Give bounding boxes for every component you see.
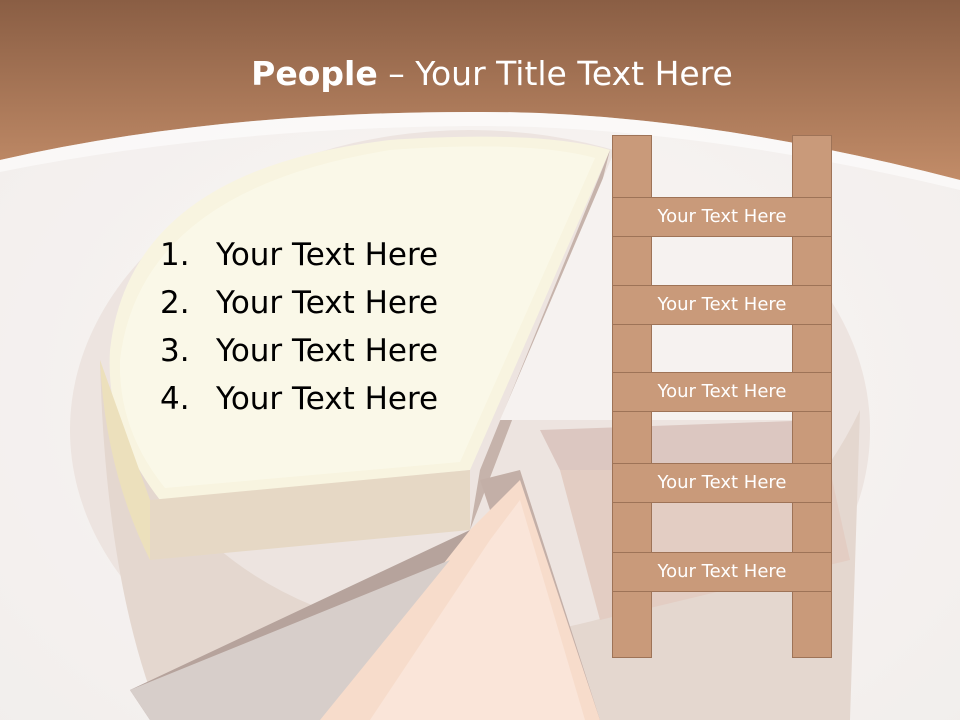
ladder-rung-1: Your Text Here [612, 197, 832, 237]
ladder-rung-4: Your Text Here [612, 463, 832, 503]
ladder-rung-2: Your Text Here [612, 285, 832, 325]
list-item-text: Your Text Here [216, 237, 439, 273]
list-item-text: Your Text Here [216, 333, 439, 369]
list-item-number: 3. [160, 333, 190, 369]
list-item-number: 2. [160, 285, 190, 321]
list-item: 3. Your Text Here [160, 329, 438, 377]
ladder-rung-5: Your Text Here [612, 552, 832, 592]
list-item-number: 4. [160, 381, 190, 417]
list-item-text: Your Text Here [216, 285, 439, 321]
list-item-number: 1. [160, 237, 190, 273]
title-rest: – Your Title Text Here [377, 54, 733, 93]
ladder-rung-3: Your Text Here [612, 372, 832, 412]
title-bold: People [251, 54, 378, 93]
ladder-diagram: Your Text Here Your Text Here Your Text … [612, 135, 834, 658]
list-item: 1. Your Text Here [160, 233, 438, 281]
list-item-text: Your Text Here [216, 381, 439, 417]
numbered-list: 1. Your Text Here 2. Your Text Here 3. Your… [160, 233, 438, 425]
list-item: 2. Your Text Here [160, 281, 438, 329]
slide-title: People – Your Title Text Here [0, 52, 960, 96]
list-item: 4. Your Text Here [160, 377, 438, 425]
